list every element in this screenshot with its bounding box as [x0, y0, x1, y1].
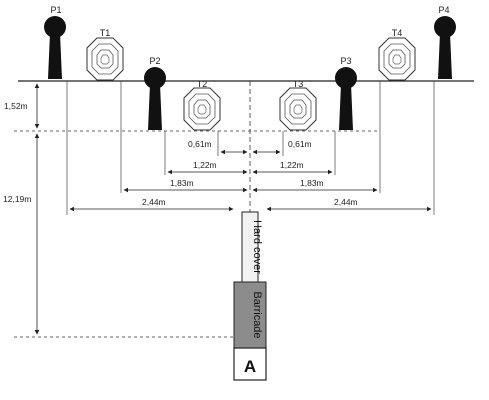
target-t1: T1 [86, 28, 124, 81]
popper-p1: P1 [44, 5, 66, 79]
dim-label-left-244: 2,44m [142, 197, 166, 207]
dim-label-right-183: 1,83m [300, 178, 324, 188]
target-label: T1 [100, 28, 111, 38]
target-label: T2 [197, 79, 208, 89]
dim-label-left-061: 0,61m [188, 139, 212, 149]
popper-label: P1 [50, 5, 61, 15]
dim-label-depth-popper: 1,52m [4, 101, 28, 111]
ipsc-target-icon [183, 87, 221, 131]
dim-label-right-061: 0,61m [288, 139, 312, 149]
barricade-label: Barricade [251, 291, 263, 338]
ipsc-target-icon [279, 87, 317, 131]
target-label: T4 [392, 28, 403, 38]
dim-label-right-244: 2,44m [334, 197, 358, 207]
popper-p4: P4 [434, 5, 456, 79]
popper-target-icon [335, 67, 357, 130]
start-box: A [233, 347, 267, 381]
start-box-label: A [244, 357, 256, 376]
popper-label: P4 [438, 5, 449, 15]
popper-p3: P3 [335, 56, 357, 130]
popper-p2: P2 [144, 56, 166, 130]
hard-cover: Hard cover [241, 211, 263, 283]
target-t2: T2 [183, 79, 221, 131]
dim-label-left-183: 1,83m [170, 178, 194, 188]
popper-label: P3 [340, 56, 351, 66]
popper-target-icon [44, 16, 66, 79]
target-label: T3 [293, 79, 304, 89]
dim-label-total-depth: 12,19m [3, 194, 31, 204]
target-t3: T3 [279, 79, 317, 131]
dim-label-right-122: 1,22m [280, 160, 304, 170]
ipsc-target-icon [86, 37, 124, 81]
hard-cover-label: Hard cover [251, 220, 263, 274]
popper-target-icon [144, 67, 166, 130]
popper-label: P2 [149, 56, 160, 66]
ipsc-target-icon [378, 37, 416, 81]
popper-target-icon [434, 16, 456, 79]
dim-label-left-122: 1,22m [193, 160, 217, 170]
target-t4: T4 [378, 28, 416, 81]
barricade: Barricade [233, 281, 267, 349]
